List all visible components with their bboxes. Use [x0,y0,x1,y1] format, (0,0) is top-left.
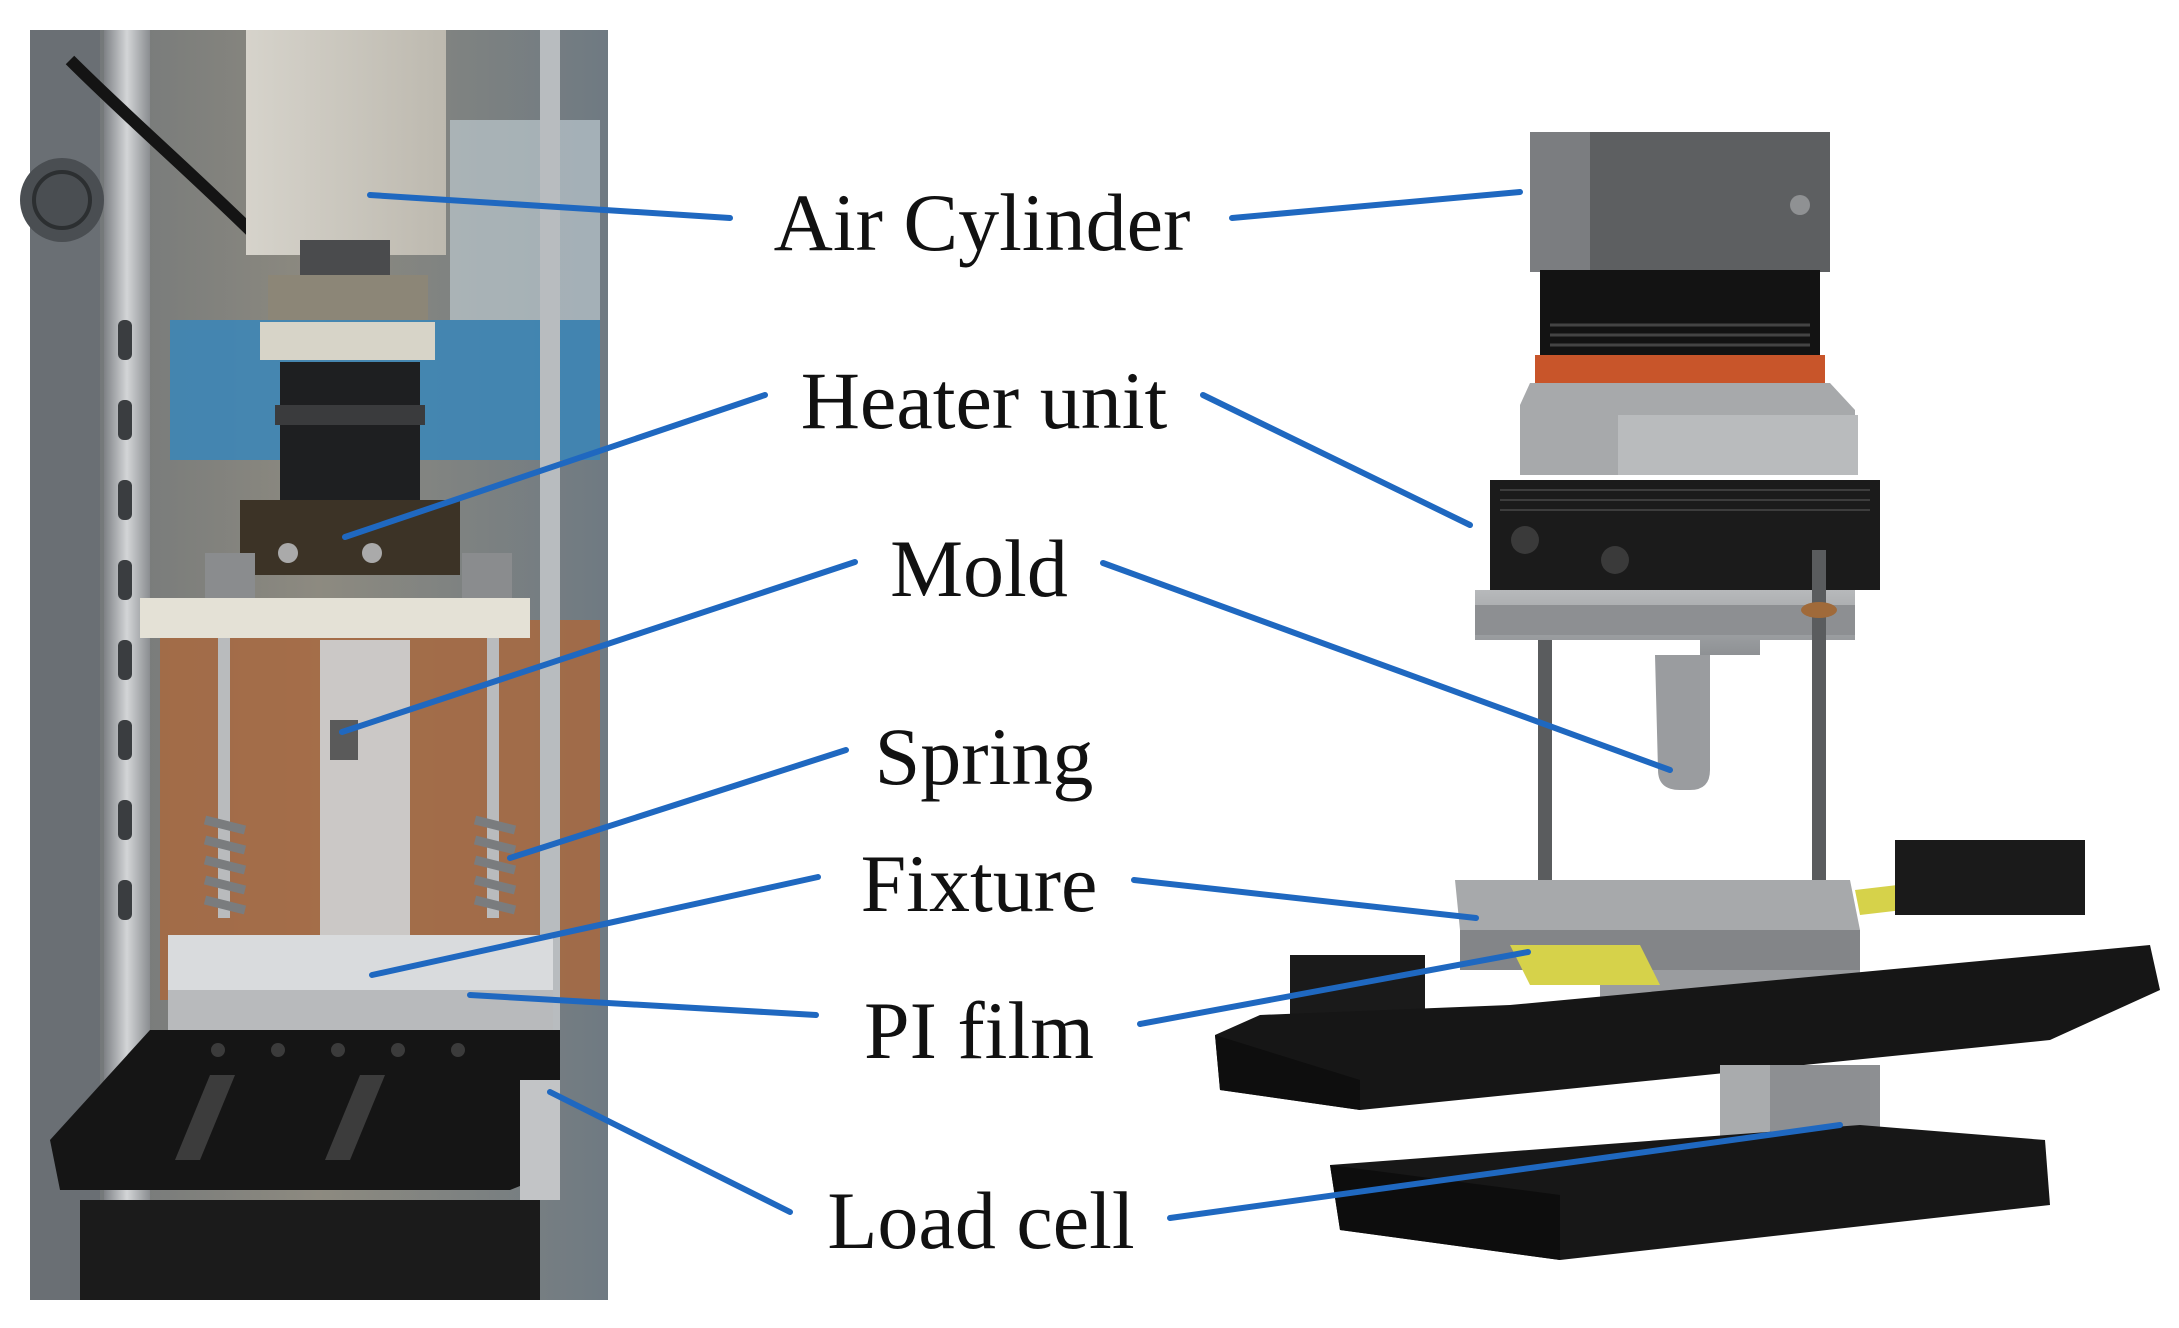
leader-line-spring-left [507,747,849,861]
air-cylinder-label: Air Cylinder [773,177,1191,268]
pi-film-label: PI film [863,985,1095,1076]
heater-unit-label: Heater unit [800,355,1168,446]
leader-line-load-cell-left [547,1089,793,1215]
leader-line-mold-left [339,559,858,735]
leader-line-heater-unit-right [1200,392,1473,528]
leader-line-pi-film-left [467,992,819,1018]
spring-label: Spring [874,711,1094,802]
mold-label: Mold [890,523,1068,614]
leader-line-heater-unit-left [342,392,768,540]
photo-of-apparatus [20,30,608,1300]
load-cell-label: Load cell [827,1175,1135,1266]
leader-line-load-cell-right [1167,1122,1843,1221]
leader-line-fixture-right [1131,877,1479,921]
leader-line-fixture-left [369,874,821,978]
fixture-label: Fixture [860,838,1098,929]
leader-line-pi-film-right [1137,949,1531,1027]
leader-line-mold-right [1100,560,1673,773]
cad-render-of-apparatus [1215,132,2160,1260]
leader-line-air-cylinder-left [367,192,733,221]
leader-line-air-cylinder-right [1229,189,1523,221]
